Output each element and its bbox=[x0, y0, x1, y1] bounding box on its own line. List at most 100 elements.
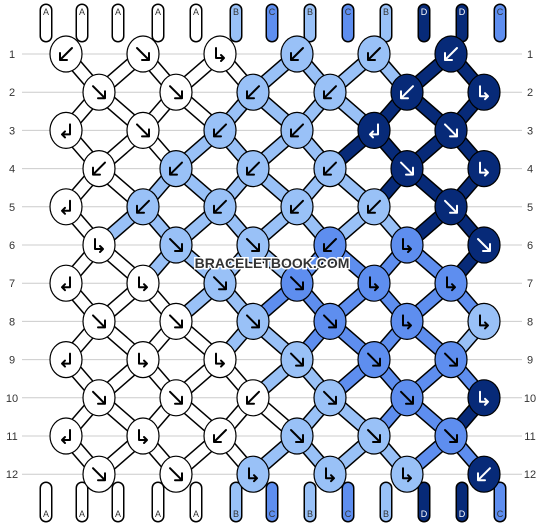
knot bbox=[82, 302, 116, 340]
knot bbox=[280, 417, 314, 455]
knot bbox=[126, 111, 160, 149]
knot bbox=[357, 264, 391, 302]
knot bbox=[467, 73, 501, 111]
knot-arrow-icon bbox=[367, 199, 381, 214]
knot bbox=[203, 341, 237, 379]
knot-arrow-icon bbox=[61, 199, 71, 215]
row-number-left: 7 bbox=[9, 278, 15, 290]
knot bbox=[82, 455, 116, 493]
row-number-left: 8 bbox=[9, 316, 15, 328]
knot-arrow-icon bbox=[367, 47, 381, 61]
knot-arrow-icon bbox=[213, 276, 227, 291]
knot-arrow-icon bbox=[367, 429, 381, 443]
knot bbox=[313, 455, 347, 493]
knot-body bbox=[126, 341, 160, 379]
top-string-letter: B bbox=[383, 7, 389, 17]
knot-arrow-icon bbox=[61, 276, 71, 292]
knot bbox=[49, 188, 83, 226]
knot-arrow-icon bbox=[92, 314, 106, 329]
top-string-letter: A bbox=[79, 7, 85, 17]
knot bbox=[159, 150, 193, 188]
knot-arrow-icon bbox=[444, 199, 458, 214]
knot bbox=[203, 35, 237, 73]
knot bbox=[434, 111, 468, 149]
knot-arrow-icon bbox=[92, 161, 106, 176]
knot bbox=[434, 35, 468, 73]
row-number-right: 10 bbox=[524, 393, 536, 405]
knot bbox=[236, 455, 270, 493]
top-string-letter: A bbox=[193, 7, 199, 17]
knot-arrow-icon bbox=[248, 467, 258, 483]
top-string-letter: B bbox=[233, 7, 239, 17]
row-number-left: 4 bbox=[9, 164, 15, 176]
row-number-left: 1 bbox=[9, 49, 15, 61]
row-number-left: 10 bbox=[6, 393, 18, 405]
knot bbox=[159, 73, 193, 111]
knot-arrow-icon bbox=[323, 238, 337, 252]
knot bbox=[313, 226, 347, 264]
knot-arrow-icon bbox=[290, 199, 304, 214]
knot bbox=[236, 226, 270, 264]
knot-arrow-icon bbox=[136, 47, 150, 61]
knot bbox=[467, 150, 501, 188]
knot-arrow-icon bbox=[138, 429, 148, 444]
knot bbox=[357, 111, 391, 149]
row-number-right: 1 bbox=[527, 49, 533, 61]
knot bbox=[357, 341, 391, 379]
knot bbox=[236, 302, 270, 340]
knot bbox=[434, 341, 468, 379]
knot-arrow-icon bbox=[323, 85, 337, 100]
top-string-letter: A bbox=[43, 7, 49, 17]
knot-body bbox=[390, 455, 424, 493]
knot-arrow-icon bbox=[367, 352, 381, 367]
knot-body bbox=[49, 417, 83, 455]
knot-arrow-icon bbox=[479, 161, 489, 177]
row-number-right: 4 bbox=[527, 164, 533, 176]
watermark: BRACELETBOOK.COM bbox=[195, 255, 350, 271]
knot-arrow-icon bbox=[138, 352, 148, 368]
knot-body bbox=[49, 188, 83, 226]
knot bbox=[82, 73, 116, 111]
knot-arrow-icon bbox=[446, 276, 456, 292]
knot-arrow-icon bbox=[477, 467, 491, 482]
row-number-right: 3 bbox=[527, 125, 533, 137]
knot-arrow-icon bbox=[61, 123, 71, 139]
knots-layer bbox=[49, 35, 501, 493]
bottom-string-letter: A bbox=[79, 509, 85, 519]
knot-arrow-icon bbox=[169, 390, 183, 405]
knot-arrow-icon bbox=[213, 429, 227, 443]
knot bbox=[126, 341, 160, 379]
knot-arrow-icon bbox=[169, 85, 183, 100]
knot-arrow-icon bbox=[136, 123, 150, 138]
knot-arrow-icon bbox=[94, 238, 104, 253]
row-number-left: 5 bbox=[9, 202, 15, 214]
knot-body bbox=[82, 226, 116, 264]
knot bbox=[280, 188, 314, 226]
knot-arrow-icon bbox=[136, 199, 150, 214]
knot-arrow-icon bbox=[59, 47, 73, 61]
knot-arrow-icon bbox=[323, 314, 337, 329]
knot-arrow-icon bbox=[92, 85, 106, 100]
knot-body bbox=[126, 417, 160, 455]
knot-arrow-icon bbox=[444, 352, 458, 367]
knot bbox=[467, 379, 501, 417]
knot bbox=[357, 417, 391, 455]
knot-arrow-icon bbox=[290, 276, 304, 291]
knot-arrow-icon bbox=[246, 314, 260, 329]
knot-arrow-icon bbox=[402, 467, 412, 483]
knot-arrow-icon bbox=[479, 314, 489, 330]
bottom-string-letter: A bbox=[193, 509, 199, 519]
knot bbox=[82, 379, 116, 417]
knot-arrow-icon bbox=[402, 238, 412, 253]
knot bbox=[434, 417, 468, 455]
knot-arrow-icon bbox=[138, 276, 148, 292]
row-number-left: 6 bbox=[9, 240, 15, 252]
top-string-letter: A bbox=[115, 7, 121, 17]
knot-arrow-icon bbox=[213, 123, 227, 138]
knot bbox=[236, 150, 270, 188]
knot bbox=[390, 302, 424, 340]
knot bbox=[159, 226, 193, 264]
knot-arrow-icon bbox=[479, 390, 489, 406]
top-string-letter: B bbox=[307, 7, 313, 17]
